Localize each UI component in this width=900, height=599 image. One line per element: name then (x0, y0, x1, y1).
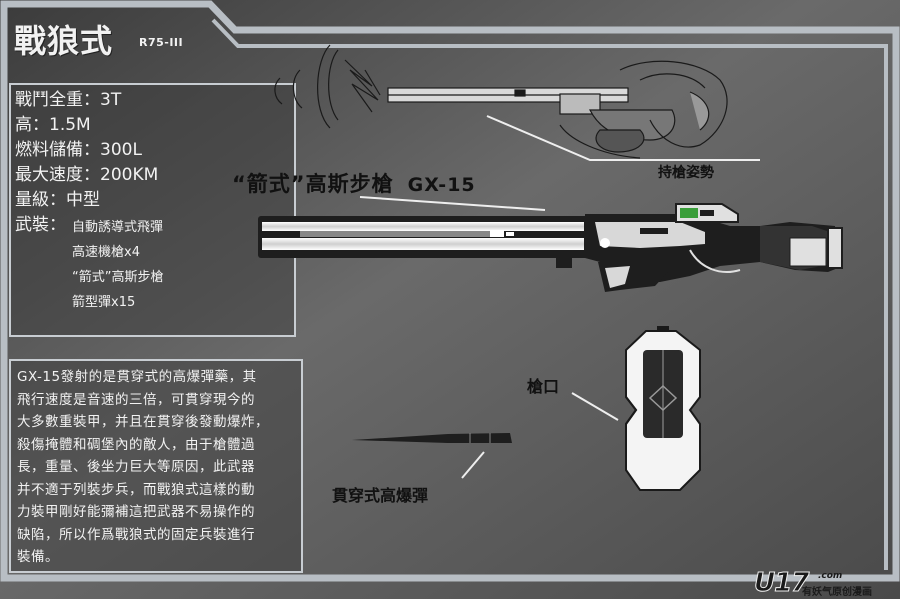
rifle-gx15-drawing (258, 196, 843, 292)
stat-class: 量級：中型 (15, 190, 100, 210)
model-code: R75-III (139, 36, 184, 49)
muzzle-pointer (571, 392, 619, 421)
holding-pose-pointer (486, 115, 760, 161)
stats-list: 戰鬥全重：3T 高：1.5M 燃料儲備：300L 最大速度：200KM 量級：中… (15, 88, 290, 315)
rifle-name-label: “箭式”高斯步槍 GX-15 (232, 168, 476, 198)
description-line: 裝備。 (17, 549, 59, 565)
stats-panel (9, 83, 296, 337)
armament-item: 自動誘導式飛彈 (72, 220, 164, 235)
description-line: 并不適于列裝步兵，而戰狼式這樣的動 (17, 481, 255, 498)
armament-item: “箭式”高斯步槍 (72, 270, 164, 285)
armament-item: 高速機槍x4 (72, 245, 140, 260)
description-line: 大多數重裝甲，并且在貫穿後發動爆炸， (17, 414, 269, 430)
weapon-description: GX-15發射的是貫穿式的高爆彈藥，其 飛行速度是音速的三倍，可貫穿現今的 大多… (17, 366, 297, 569)
watermark-main: U17 (753, 568, 809, 599)
holding-pose-sketch (274, 44, 728, 159)
armament-list: 自動誘導式飛彈 高速機槍x4 “箭式”高斯步槍 箭型彈x15 (72, 213, 163, 315)
bullet-drawing (352, 433, 512, 443)
muzzle-label: 槍口 (527, 377, 560, 396)
description-line: GX-15發射的是貫穿式的高爆彈藥，其 (17, 369, 257, 385)
bullet-label: 貫穿式高爆彈 (332, 486, 429, 505)
description-line: 力裝甲剛好能彌補這把武器不易操作的 (17, 504, 255, 520)
frame-border (0, 0, 900, 582)
muzzle-view-drawing (625, 326, 701, 491)
watermark-sub: 有妖气原创漫画 (802, 587, 872, 598)
armament-label: 武裝： (15, 215, 66, 235)
stat-weight: 戰鬥全重：3T (15, 90, 122, 110)
stat-fuel: 燃料儲備：300L (15, 140, 142, 160)
description-line: 長，重量、後坐力巨大等原因，此武器 (17, 459, 255, 475)
bullet-pointer (461, 451, 485, 479)
stat-speed: 最大速度：200KM (15, 165, 159, 185)
holding-pose-label: 持槍姿勢 (658, 165, 714, 181)
stat-armament: 武裝： 自動誘導式飛彈 高速機槍x4 “箭式”高斯步槍 箭型彈x15 (15, 213, 290, 315)
rifle-name: “箭式”高斯步槍 (232, 172, 394, 196)
rifle-code: GX-15 (407, 174, 476, 196)
frame-border-inner (211, 18, 888, 570)
description-line: 飛行速度是音速的三倍，可貫穿現今的 (17, 391, 255, 408)
u17-watermark: U17 .com 有妖气原创漫画 (753, 568, 894, 599)
armament-item: 箭型彈x15 (72, 295, 136, 310)
page-title: 戰狼式 (14, 22, 114, 60)
description-line: 缺陷，所以作爲戰狼式的固定兵裝進行 (17, 526, 255, 543)
stat-height: 高：1.5M (15, 115, 91, 135)
description-line: 殺傷掩體和碉堡內的敵人，由于槍體過 (17, 436, 255, 453)
description-panel (9, 359, 303, 573)
watermark-domain: .com (818, 571, 843, 581)
